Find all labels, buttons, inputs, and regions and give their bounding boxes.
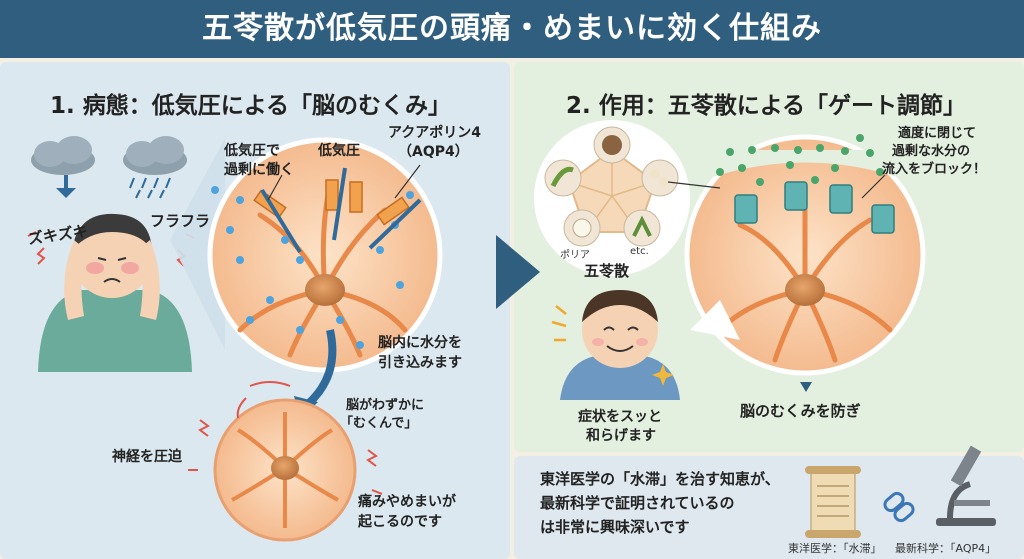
label-aqp4-2: （AQP4）: [398, 144, 469, 160]
scroll-icon: [805, 466, 861, 538]
label-water-in-2: 引き込みます: [378, 355, 462, 371]
label-overwork-2: 過剰に働く: [224, 162, 294, 178]
sfx-furafura: フラフラ: [150, 212, 211, 230]
label-symptoms-2: 起こるのです: [358, 514, 442, 530]
caption-science: 最新科学：「AQP4」: [895, 542, 997, 555]
label-prevent: 脳のむくみを防ぎ: [740, 402, 861, 420]
label-relief-1: 症状をスッと: [578, 409, 662, 425]
label-overwork-1: 低気圧で: [224, 143, 280, 159]
label-relief-2: 和らげます: [586, 428, 656, 444]
label-symptoms-1: 痛みやめまいが: [358, 494, 456, 510]
cloud-rain-icon: [123, 136, 187, 199]
head-pain-person: [38, 213, 192, 372]
right-section-title: 2. 作用：五苓散による「ゲート調節」: [566, 93, 967, 119]
cloud-rain-icon: [31, 136, 95, 198]
left-section-title: 1. 病態：低気圧による「脳のむくみ」: [50, 93, 451, 119]
herb-label-poria: ポリア: [560, 250, 590, 261]
bottom-note-panel: [514, 456, 1024, 559]
goreisan-label: 五苓散: [584, 262, 630, 280]
label-block-3: 流入をブロック！: [882, 162, 987, 177]
label-block-1: 適度に閉じて: [898, 126, 977, 141]
link-icon: [883, 491, 915, 523]
label-brain-swell-1: 脳がわずかに: [346, 398, 425, 413]
label-brain-swell-2: 「むくんで」: [340, 416, 418, 431]
label-block-2: 過剰な水分の: [892, 144, 971, 159]
microscope-icon: [936, 445, 996, 526]
label-water-in-1: 脳内に水分を: [378, 335, 462, 351]
herb-label-etc: etc.: [630, 246, 649, 257]
label-low-pressure: 低気圧: [318, 143, 360, 159]
page-title: 五苓散が低気圧の頭痛・めまいに効く仕組み: [202, 11, 822, 46]
note-line-3: は非常に興味深いです: [540, 518, 690, 536]
aqp4-gates: [734, 181, 895, 234]
note-line-2: 最新科学で証明されているの: [540, 494, 735, 512]
note-line-1: 東洋医学の「水滞」を治す知恵が、: [540, 470, 780, 488]
sparkle-icon: [652, 364, 674, 386]
caption-east: 東洋医学：「水滞」: [788, 542, 882, 555]
label-aqp4-1: アクアポリン4: [388, 125, 482, 141]
title-banner: [0, 0, 1024, 58]
smiling-boy: [560, 290, 680, 400]
transition-arrow: [496, 235, 540, 309]
label-nerve: 神経を圧迫: [112, 449, 182, 465]
